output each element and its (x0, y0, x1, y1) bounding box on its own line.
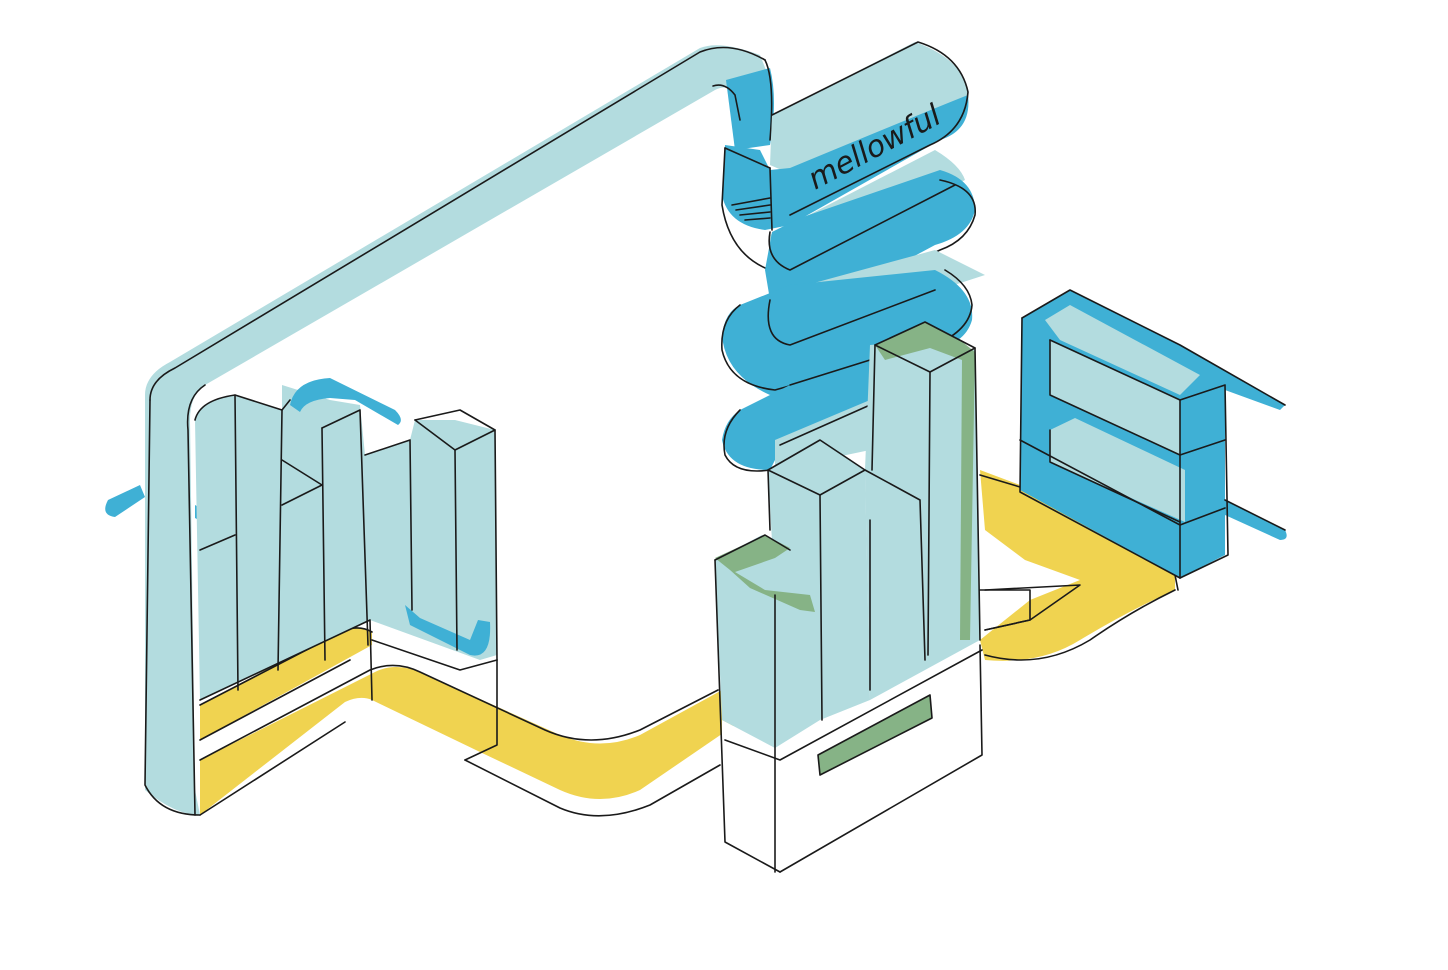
left-shelving-unit (194, 378, 498, 761)
yellow-floor-path (199, 470, 1179, 817)
left-blue-accent (105, 485, 232, 538)
left-arch-band (144, 45, 774, 816)
right-box-shelves (1019, 289, 1287, 579)
spiral-ribbon-tower: mellowful (721, 41, 985, 472)
central-shelving-tower (714, 321, 1031, 873)
